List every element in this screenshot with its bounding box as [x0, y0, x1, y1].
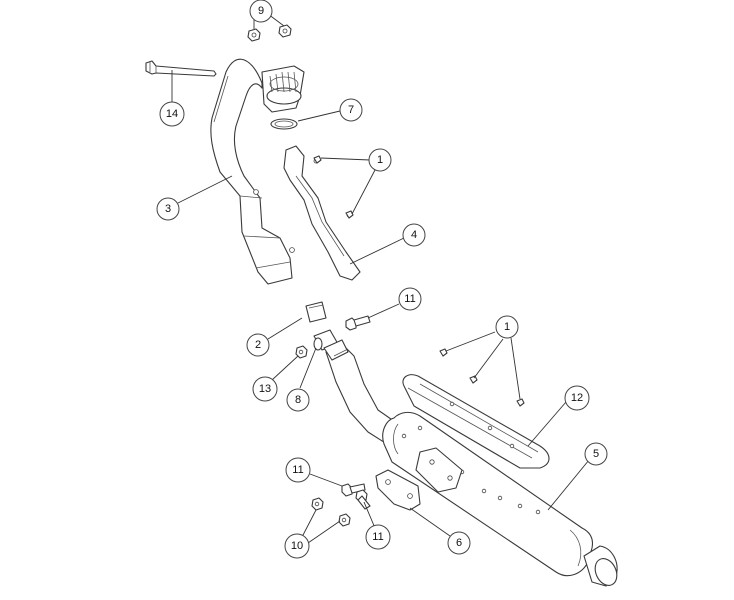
callout-6: 6	[447, 531, 471, 555]
callout-12: 12	[564, 385, 590, 411]
callout-5-label: 5	[593, 448, 599, 460]
part-1-shield-clips-lower	[439, 348, 525, 407]
callout-3: 3	[156, 197, 180, 221]
callout-9: 9	[249, 0, 273, 23]
callout-11-upper-label: 11	[404, 293, 415, 305]
part-13-nut	[295, 345, 308, 359]
callout-8: 8	[286, 388, 310, 412]
callout-1-lower: 1	[495, 315, 519, 339]
callout-5: 5	[584, 442, 608, 466]
callout-1-upper-label: 1	[377, 154, 383, 166]
part-7-gasket-ring	[270, 118, 298, 130]
part-3-header-pipe	[210, 58, 305, 285]
callout-13-label: 13	[259, 383, 271, 395]
callout-7: 7	[339, 98, 363, 122]
callout-1-lower-label: 1	[504, 321, 510, 333]
callout-8-label: 8	[295, 394, 301, 406]
callout-14: 14	[159, 101, 185, 127]
callout-9-label: 9	[258, 5, 264, 17]
callout-13: 13	[252, 376, 278, 402]
part-12-muffler-heat-shield	[402, 374, 550, 469]
callout-1-upper: 1	[368, 148, 392, 172]
part-9-flange-nuts	[247, 24, 292, 42]
callout-14-label: 14	[166, 108, 178, 120]
callout-7-label: 7	[348, 104, 354, 116]
callout-3-label: 3	[165, 203, 171, 215]
callout-4-label: 4	[411, 229, 417, 241]
part-6-mounting-bracket	[375, 469, 421, 511]
callout-11-left-label: 11	[292, 464, 303, 476]
callout-2-label: 2	[255, 339, 261, 351]
callout-2: 2	[246, 333, 270, 357]
callout-10: 10	[284, 533, 310, 559]
part-14-sensor-probe	[145, 60, 217, 77]
callout-6-label: 6	[456, 537, 462, 549]
part-2-gasket-sleeve	[305, 301, 327, 323]
callout-11-right: 11	[365, 524, 391, 550]
part-11-bolts-lower	[341, 483, 371, 510]
callout-10-label: 10	[291, 540, 303, 552]
callout-11-left: 11	[285, 457, 311, 483]
callout-11-right-label: 11	[372, 531, 383, 543]
part-10-nuts	[311, 497, 351, 527]
part-5-muffler	[323, 339, 618, 587]
part-11-bolt-upper	[345, 315, 371, 331]
part-1-shield-clips-upper	[313, 155, 354, 219]
callout-4: 4	[402, 223, 426, 247]
callout-11-upper: 11	[398, 287, 422, 311]
callout-12-label: 12	[571, 392, 583, 404]
